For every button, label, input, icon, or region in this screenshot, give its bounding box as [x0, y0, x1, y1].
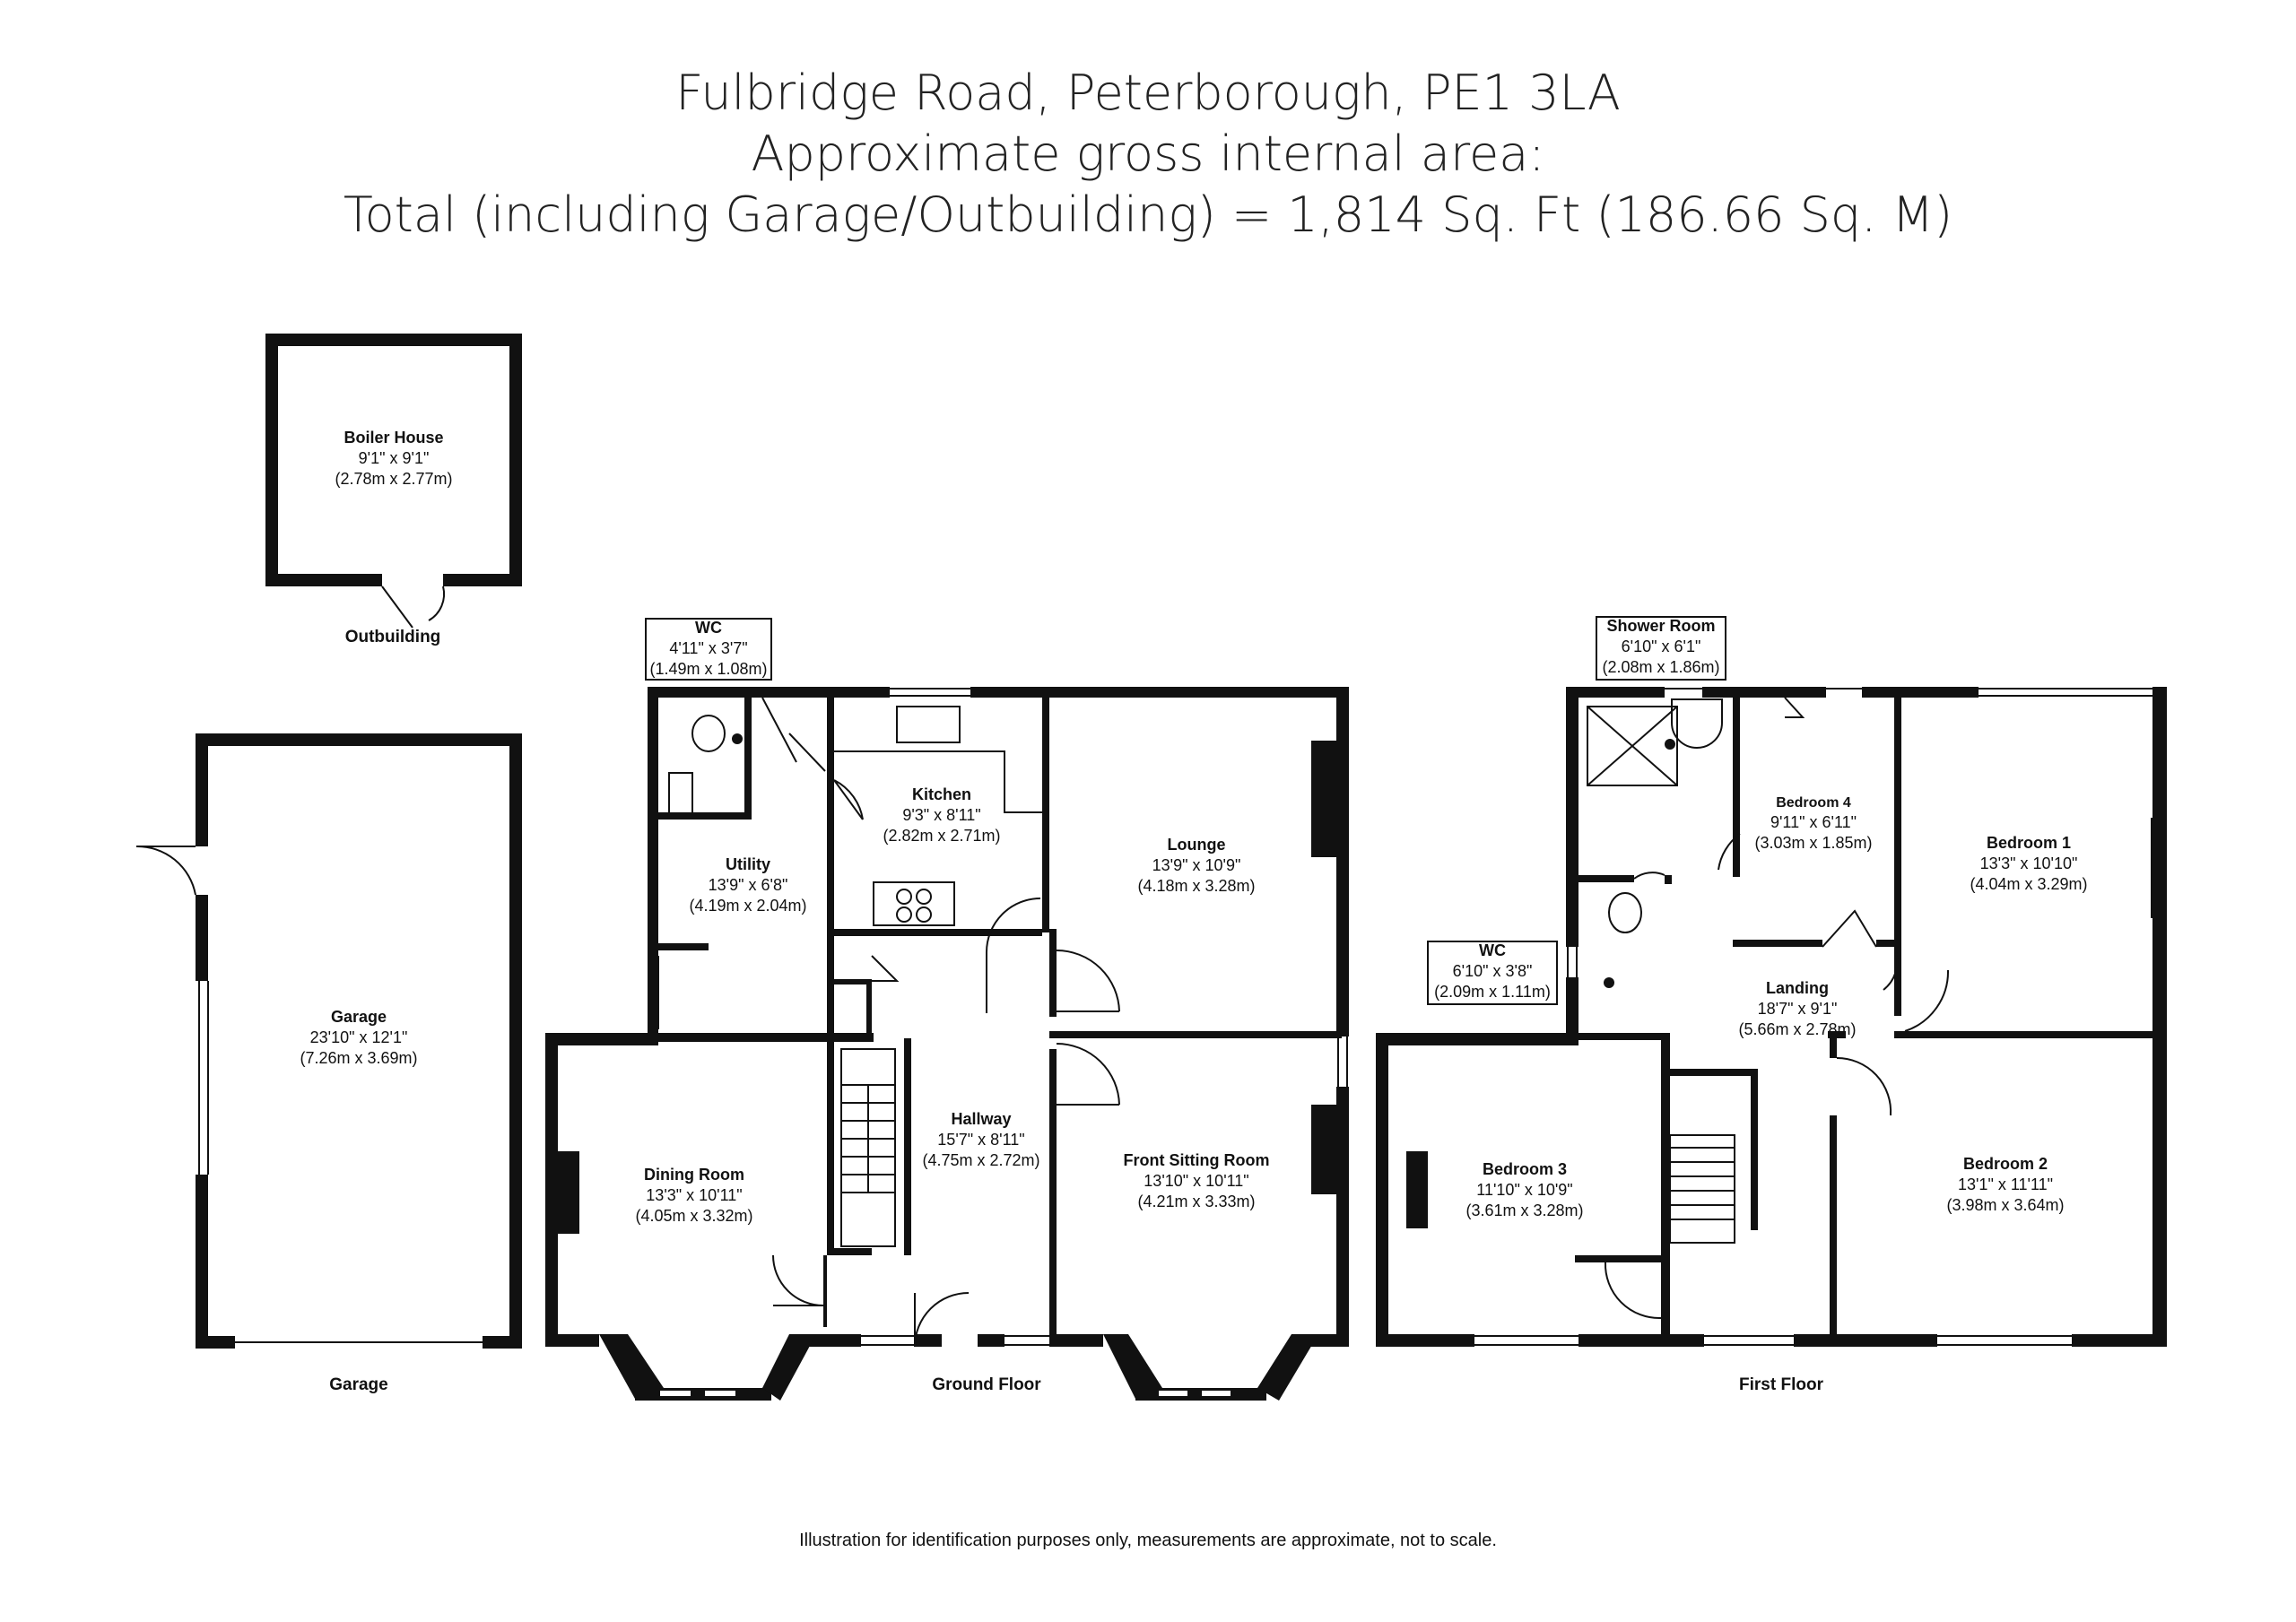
bedroom-2-metric: (3.98m x 3.64m): [1946, 1196, 2064, 1214]
kitchen-sink: [896, 706, 961, 743]
bedroom-4-name: Bedroom 4: [1776, 795, 1851, 811]
utility-name: Utility: [726, 855, 770, 873]
address-title: Fulbridge Road, Peterborough, PE1 3LA: [675, 65, 1621, 121]
doors: [135, 585, 1950, 1348]
stairs-first: [1669, 1134, 1735, 1244]
bedroom-3-metric: (3.61m x 3.28m): [1465, 1201, 1583, 1219]
garage-walls: [196, 733, 522, 1349]
dining-bay-window: [599, 1334, 816, 1401]
disclaimer: Illustration for identification purposes…: [799, 1531, 1497, 1550]
front-sitting-room-metric: (4.21m x 3.33m): [1137, 1193, 1255, 1210]
wc-toilet: [691, 715, 726, 752]
wc-first-name: WC: [1479, 941, 1506, 959]
lounge-imperial: 13'9" x 10'9": [1152, 856, 1241, 874]
dining-room-name: Dining Room: [644, 1166, 744, 1184]
shower-room-name: Shower Room: [1606, 617, 1715, 635]
bedroom-3-imperial: 11'10" x 10'9": [1476, 1181, 1572, 1199]
area-heading: Approximate gross internal area:: [751, 126, 1545, 182]
dining-room-metric: (4.05m x 3.32m): [635, 1207, 752, 1225]
lounge-chimney-breast: [1311, 741, 1336, 857]
garage-caption: Garage: [329, 1375, 387, 1394]
first-wc-toilet: [1608, 892, 1642, 933]
boiler-house-walls: [265, 334, 522, 586]
boiler-house-imperial: 9'1" x 9'1": [359, 449, 430, 467]
landing-metric: (5.66m x 2.78m): [1738, 1020, 1856, 1038]
wc-first-label-box: [1427, 941, 1558, 1005]
garage-metric: (7.26m x 3.69m): [300, 1049, 417, 1067]
shower-room-metric: (2.08m x 1.86m): [1602, 658, 1719, 676]
wc-basin: [668, 772, 693, 815]
wc-ground-imperial: 4'11" x 3'7": [669, 639, 747, 657]
ground-floor-caption: Ground Floor: [932, 1375, 1041, 1394]
stairs-ground: [840, 1048, 896, 1247]
front-sitting-room-imperial: 13'10" x 10'11": [1144, 1172, 1248, 1190]
garage-name: Garage: [331, 1008, 387, 1026]
bedroom-3-name: Bedroom 3: [1483, 1160, 1567, 1178]
wc-first-metric: (2.09m x 1.11m): [1434, 983, 1551, 1001]
lounge-metric: (4.18m x 3.28m): [1137, 877, 1255, 895]
sitting-bay-window: [1103, 1334, 1318, 1401]
total-area: Total (including Garage/Outbuilding) = 1…: [343, 186, 1953, 243]
front-sitting-room-name: Front Sitting Room: [1124, 1151, 1270, 1169]
first-floor-walls: [1376, 687, 2167, 1347]
hallway-name: Hallway: [951, 1110, 1011, 1128]
bedroom-2-name: Bedroom 2: [1963, 1155, 2048, 1173]
garage-imperial: 23'10" x 12'1": [310, 1028, 408, 1046]
dining-chimney-breast: [558, 1151, 579, 1234]
shower-tray: [1587, 706, 1678, 786]
kitchen-imperial: 9'3" x 8'11": [902, 806, 980, 824]
bedroom1-chimney-breast: [2151, 818, 2165, 918]
sitting-chimney-breast: [1311, 1105, 1336, 1194]
outbuilding-caption: Outbuilding: [345, 628, 441, 646]
kitchen-metric: (2.82m x 2.71m): [883, 827, 1000, 845]
boiler-house-metric: (2.78m x 2.77m): [335, 470, 452, 488]
bedroom-2-imperial: 13'1" x 11'11": [1958, 1175, 2053, 1193]
shower-basin: [1671, 698, 1723, 749]
utility-imperial: 13'9" x 6'8": [709, 876, 788, 894]
kitchen-hob: [873, 881, 955, 926]
shower-room-imperial: 6'10" x 6'1": [1622, 638, 1701, 655]
first-floor-caption: First Floor: [1739, 1375, 1824, 1394]
lounge-name: Lounge: [1168, 836, 1226, 854]
bedroom-4-metric: (3.03m x 1.85m): [1754, 834, 1872, 852]
plan-header: Fulbridge Road, Peterborough, PE1 3LA Ap…: [0, 63, 2296, 246]
hallway-imperial: 15'7" x 8'11": [937, 1131, 1024, 1149]
dining-room-imperial: 13'3" x 10'11": [646, 1186, 742, 1204]
wc-first-imperial: 6'10" x 3'8": [1453, 962, 1533, 980]
wc-ground-label-box: [645, 618, 772, 681]
wc-ground-metric: (1.49m x 1.08m): [649, 660, 767, 678]
utility-metric: (4.19m x 2.04m): [689, 897, 806, 915]
landing-imperial: 18'7" x 9'1": [1758, 1000, 1838, 1018]
landing-name: Landing: [1766, 979, 1829, 997]
bedroom-1-name: Bedroom 1: [1987, 834, 2071, 852]
bedroom-1-imperial: 13'3" x 10'10": [1980, 854, 2078, 872]
bedroom-1-metric: (4.04m x 3.29m): [1970, 875, 2087, 893]
kitchen-worktop: [834, 750, 1049, 813]
ground-floor-walls: [545, 687, 1349, 1347]
windows: [198, 688, 2161, 1346]
kitchen-name: Kitchen: [912, 785, 971, 803]
wc-ground-name: WC: [695, 619, 722, 637]
shower-label-box: [1596, 616, 1726, 681]
bedroom3-chimney-breast: [1406, 1151, 1428, 1228]
hallway-metric: (4.75m x 2.72m): [922, 1151, 1039, 1169]
bedroom-4-imperial: 9'11" x 6'11": [1770, 813, 1857, 831]
boiler-house-name: Boiler House: [344, 429, 443, 447]
